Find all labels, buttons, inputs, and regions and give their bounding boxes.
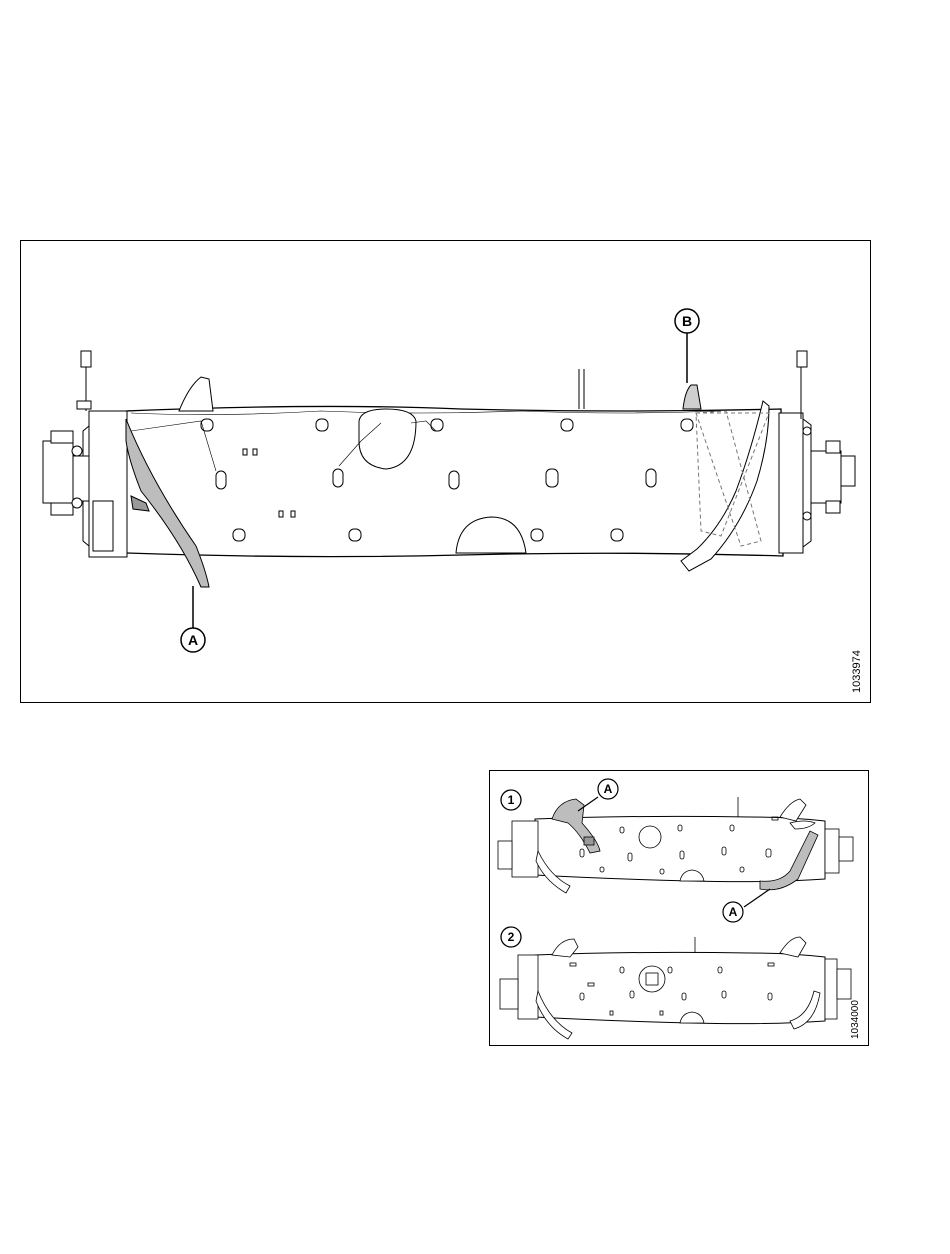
inset-callout-a-upper-bubble: A: [598, 779, 618, 799]
inset-callout-a-upper-label: A: [604, 782, 613, 796]
callout-b-label: B: [682, 313, 692, 329]
figure-id-top: 1033974: [851, 650, 863, 693]
inset-callout-a-lower-label: A: [729, 905, 738, 919]
auger-illustration-inset: A A 1: [489, 770, 869, 1046]
inset-callout-a-lower-bubble: A: [723, 902, 743, 922]
step-1-label: 1: [508, 793, 515, 807]
callout-a-label: A: [188, 632, 198, 648]
step-2-badge: 2: [501, 927, 521, 947]
step-1-badge: 1: [501, 790, 521, 810]
callout-b-bubble: B: [675, 309, 699, 333]
inset-callout-a-lower-leader: [744, 889, 770, 907]
view-2-drawing: [500, 937, 851, 1039]
auger-drawing-inset: A A 1: [490, 771, 870, 1047]
step-2-label: 2: [508, 930, 515, 944]
callout-a-bubble: A: [181, 628, 205, 652]
auger-drawing-main: A B: [21, 241, 872, 704]
figure-id-bottom: 1034000: [850, 1000, 861, 1039]
view-1-drawing: [498, 797, 853, 893]
auger-illustration-main: A B 1033974: [20, 240, 871, 703]
